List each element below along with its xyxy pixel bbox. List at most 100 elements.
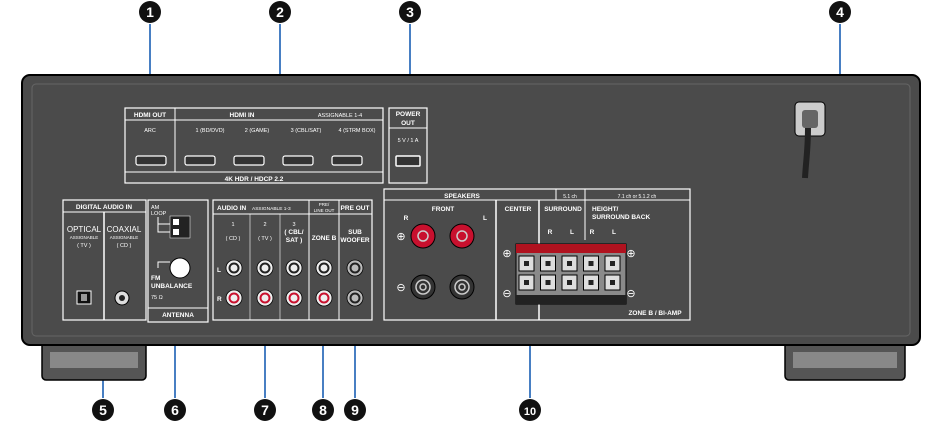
hdmi-in-1-port[interactable] (184, 155, 216, 166)
am-label: AM (151, 205, 160, 211)
power-out-label-1: POWER (396, 111, 421, 118)
analog-audio-section: AUDIO IN ASSIGNABLE 1-3 PRE/ LINE OUT PR… (212, 199, 373, 321)
terminal-screw-icon (567, 280, 572, 285)
audio-in-1-right-jack[interactable] (225, 289, 243, 307)
power-out-rating: 5 V / 1 A (398, 138, 419, 144)
terminal-screw-icon (610, 261, 615, 266)
hdmi-in-label: HDMI IN (230, 112, 255, 119)
terminal-screw-icon (610, 280, 615, 285)
callout-circle (519, 399, 541, 421)
front-r-minus-post[interactable] (410, 274, 436, 300)
callout-circle (269, 1, 291, 23)
surround-l-label: L (570, 229, 574, 236)
fm-antenna-jack[interactable] (169, 257, 191, 279)
callout-number: 4 (836, 4, 844, 20)
surround-r-label: R (548, 229, 553, 236)
speakers-label: SPEAKERS (444, 193, 480, 200)
callout-circle (139, 1, 161, 23)
audio-in-3-right-jack[interactable] (285, 289, 303, 307)
loop-label: LOOP (151, 211, 167, 217)
callout-number: 1 (146, 4, 154, 20)
audio-in-1-number: 1 (231, 222, 234, 228)
zone-b-left-jack[interactable] (315, 259, 333, 277)
fm-label: FM (151, 275, 160, 282)
callout-circle (254, 399, 276, 421)
callout-circle (92, 399, 114, 421)
front-l-minus-post[interactable] (449, 274, 475, 300)
block-minus-icon-left: ⊖ (502, 288, 511, 300)
antenna-section: AM LOOP FM UNBALANCE 75 Ω ANTENNA (147, 199, 209, 323)
power-out-section: POWER OUT 5 V / 1 A (388, 107, 428, 184)
digital-audio-section: DIGITAL AUDIO IN OPTICAL ASSIGNABLE ( TV… (62, 199, 147, 321)
callout-circle (344, 399, 366, 421)
front-plus-icon: ⊕ (396, 231, 405, 243)
subwoofer-jack-1[interactable] (346, 259, 364, 277)
power-out-label-2: OUT (401, 120, 415, 127)
audio-in-assignable: ASSIGNABLE 1-3 (252, 206, 291, 212)
speaker-terminal-block[interactable] (515, 243, 627, 305)
hdmi-in-2-port[interactable] (233, 155, 265, 166)
usb-port[interactable] (395, 155, 421, 167)
optical-assignable: ASSIGNABLE (70, 235, 99, 240)
subwoofer-jack-2[interactable] (346, 289, 364, 307)
left-channel-label: L (217, 267, 221, 274)
block-plus-icon-right: ⊕ (626, 248, 635, 260)
callout-number: 5 (99, 402, 107, 418)
zone-b-label: ZONE B (312, 235, 337, 242)
terminal-screw-icon (524, 280, 529, 285)
audio-in-2-left-jack[interactable] (256, 259, 274, 277)
front-label: FRONT (432, 206, 454, 213)
subwoofer-label-2: WOOFER (340, 237, 370, 244)
height-l-label: L (612, 229, 616, 236)
pre-out-label: PRE OUT (341, 205, 370, 212)
hdcp-label: 4K HDR / HDCP 2.2 (225, 176, 284, 183)
hdmi-out-label: HDMI OUT (134, 112, 166, 119)
callout-number: 2 (276, 4, 284, 20)
hdmi-in-3-port[interactable] (282, 155, 314, 166)
hdmi-assignable-label: ASSIGNABLE 1-4 (318, 113, 362, 119)
zone-b-right-jack[interactable] (315, 289, 333, 307)
impedance-label: 75 Ω (151, 295, 163, 301)
unbalance-label: UNBALANCE (151, 283, 193, 290)
audio-in-1-left-jack[interactable] (225, 259, 243, 277)
coaxial-assignable: ASSIGNABLE (110, 235, 139, 240)
callout-number: 3 (406, 4, 414, 20)
hdmi-section: HDMI OUT ARC HDMI IN ASSIGNABLE 1-4 1 (B… (124, 107, 384, 184)
audio-in-1-name: ( CD ) (226, 236, 241, 242)
audio-in-2-name: ( TV ) (258, 236, 272, 242)
center-label: CENTER (505, 206, 532, 213)
front-l-plus-post[interactable] (449, 223, 475, 249)
audio-in-3-name-1: ( CBL/ (284, 229, 303, 236)
terminal-screw-icon (588, 261, 594, 266)
surround-label: SURROUND (544, 206, 582, 213)
right-channel-label: R (217, 296, 222, 303)
height-label-2: SURROUND BACK (592, 214, 650, 221)
optical-label: OPTICAL (67, 225, 102, 234)
callout-circle (829, 1, 851, 23)
ch51-label: 5.1 ch (563, 194, 577, 200)
hdmi-in-1-label: 1 (BD/DVD) (195, 128, 224, 134)
front-r-plus-post[interactable] (410, 223, 436, 249)
front-r-label: R (404, 215, 409, 222)
audio-in-3-left-jack[interactable] (285, 259, 303, 277)
hdmi-out-port[interactable] (135, 155, 167, 166)
callout-circle (399, 1, 421, 23)
power-cord (794, 101, 826, 179)
audio-in-2-number: 2 (263, 222, 266, 228)
speakers-section: SPEAKERS 5.1 ch 7.1 ch or 5.1.2 ch FRONT… (383, 188, 691, 321)
callout-number: 6 (171, 402, 179, 418)
height-label-1: HEIGHT/ (592, 206, 619, 213)
block-plus-icon-left: ⊕ (502, 248, 511, 260)
callout-number: 10 (524, 406, 536, 418)
callout-number: 9 (351, 402, 359, 418)
height-r-label: R (590, 229, 595, 236)
callout-number: 8 (319, 402, 327, 418)
audio-in-2-right-jack[interactable] (256, 289, 274, 307)
digital-audio-in-label: DIGITAL AUDIO IN (76, 204, 133, 211)
audio-in-label: AUDIO IN (217, 205, 247, 212)
terminal-screw-icon (567, 261, 572, 266)
front-minus-icon: ⊖ (396, 282, 405, 294)
hdmi-in-4-port[interactable] (331, 155, 363, 166)
